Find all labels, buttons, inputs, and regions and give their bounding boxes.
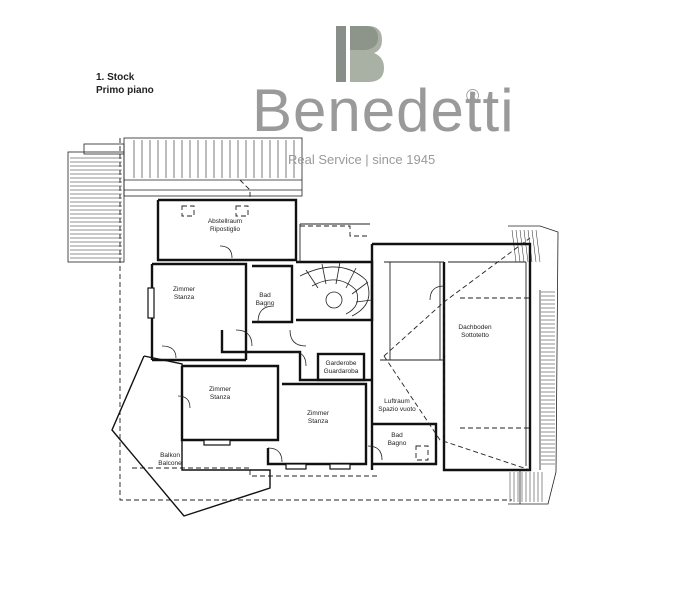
floor-name-de: 1. Stock	[96, 72, 135, 83]
right-roof-lines	[509, 229, 555, 502]
room-label-bath1: Bad Bagno	[255, 292, 275, 307]
logo-mark	[336, 26, 384, 82]
hatch-line	[535, 229, 541, 263]
floor-title: 1. Stock Primo piano	[96, 71, 154, 97]
room-label-bath2: Bad Bagno	[387, 432, 407, 447]
brand-tagline: Real Service | since 1945	[288, 152, 436, 167]
room-label-storage: Abstellraum Ripostiglio	[207, 218, 243, 233]
hatch-line	[519, 229, 525, 263]
door-swings	[161, 245, 445, 463]
left-terrace-lines	[70, 157, 122, 259]
right-roof	[508, 225, 559, 505]
room-label-room2: Zimmer Stanza	[208, 386, 232, 401]
balcony	[111, 355, 271, 517]
hatch-line	[531, 229, 537, 263]
hatch-line	[515, 229, 521, 263]
brand-name: Benedetti	[252, 77, 515, 144]
room-label-attic: Dachboden Sottotetto	[458, 324, 492, 339]
roof-hatch-top	[123, 137, 303, 197]
walls	[150, 198, 532, 472]
floor-name-it: Primo piano	[96, 85, 154, 96]
spiral-stair	[299, 261, 373, 317]
hatch-line	[511, 229, 517, 263]
left-terrace	[67, 143, 125, 263]
roof-hatch-lines	[133, 140, 295, 178]
dashed-outlines	[119, 138, 531, 501]
room-label-room1: Zimmer Stanza	[172, 286, 196, 301]
room-label-void: Luftraum Spazio vuoto	[378, 398, 416, 413]
thin-lines	[299, 223, 527, 466]
registered-mark: ®	[466, 86, 480, 106]
room-label-room3: Zimmer Stanza	[306, 410, 330, 425]
hatch-line	[523, 229, 529, 263]
room-label-wardrobe: Garderobe Guardaroba	[323, 360, 359, 375]
windows	[147, 287, 351, 470]
room-label-balcony: Balkon Balcone	[158, 452, 182, 467]
